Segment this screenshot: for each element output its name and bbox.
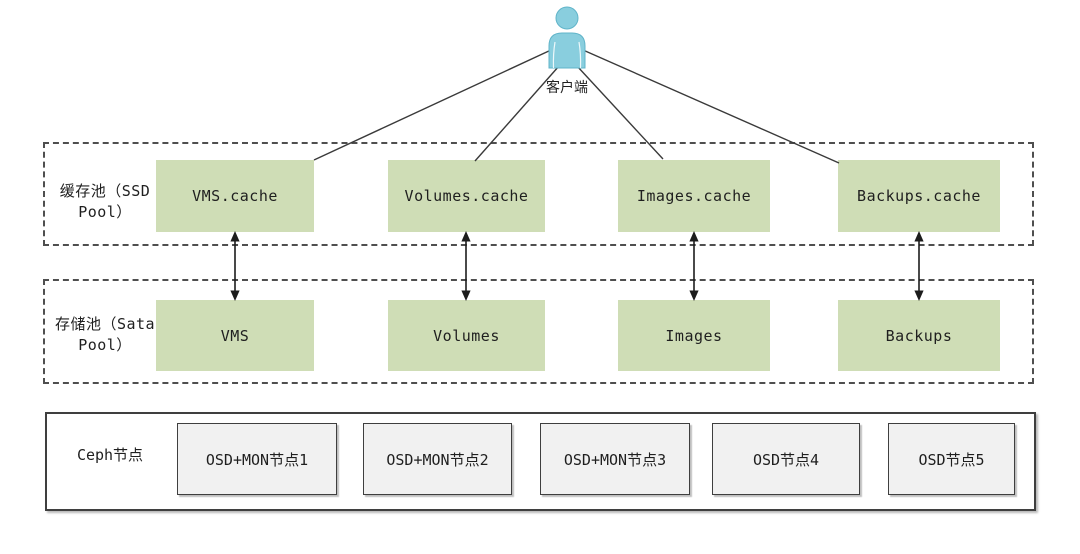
ceph-nodes-label: Ceph节点 (76, 446, 144, 464)
cache-box-volumes: Volumes.cache (388, 160, 545, 232)
cache-box-backups: Backups.cache (838, 160, 1000, 232)
node-box-osd-5: OSD节点5 (888, 423, 1015, 495)
cache-pool-label: 缓存池（SSD Pool） (45, 181, 165, 223)
storage-box-backups: Backups (838, 300, 1000, 371)
cache-box-images: Images.cache (618, 160, 770, 232)
node-box-osd-mon-1: OSD+MON节点1 (177, 423, 337, 495)
cache-box-vms: VMS.cache (156, 160, 314, 232)
node-box-osd-4: OSD节点4 (712, 423, 860, 495)
storage-box-images: Images (618, 300, 770, 371)
storage-box-volumes: Volumes (388, 300, 545, 371)
storage-pool-label-line2: Pool） (78, 336, 132, 354)
cache-pool-label-line1: 缓存池（SSD (59, 182, 151, 200)
client-label: 客户端 (546, 80, 588, 96)
cache-pool-label-line2: Pool） (78, 203, 132, 221)
node-box-osd-mon-2: OSD+MON节点2 (363, 423, 512, 495)
storage-pool-label: 存储池（Sata Pool） (45, 314, 165, 356)
storage-pool-container (43, 279, 1034, 384)
storage-box-vms: VMS (156, 300, 314, 371)
client-person-icon (548, 6, 586, 69)
node-box-osd-mon-3: OSD+MON节点3 (540, 423, 690, 495)
storage-pool-label-line1: 存储池（Sata (54, 315, 156, 333)
